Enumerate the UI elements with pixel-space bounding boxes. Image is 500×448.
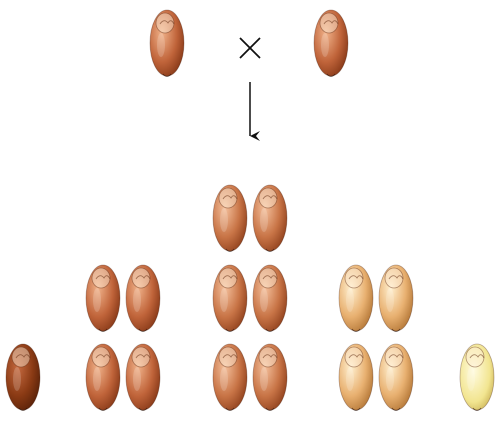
parent-kernel (149, 9, 185, 77)
offspring-kernel (85, 264, 121, 332)
offspring-kernel (212, 343, 248, 411)
offspring-kernel (212, 184, 248, 252)
offspring-generation (5, 184, 495, 411)
offspring-kernel (5, 343, 41, 411)
offspring-kernel (338, 343, 374, 411)
cross-symbol (239, 37, 261, 59)
offspring-kernel (125, 343, 161, 411)
offspring-kernel (378, 264, 414, 332)
offspring-kernel (85, 343, 121, 411)
parent-kernel (313, 9, 349, 77)
offspring-kernel (378, 343, 414, 411)
offspring-kernel (459, 343, 495, 411)
offspring-kernel (252, 343, 288, 411)
offspring-kernel (338, 264, 374, 332)
offspring-kernel (212, 264, 248, 332)
parent-generation (149, 9, 349, 77)
offspring-kernel (252, 264, 288, 332)
offspring-kernel (125, 264, 161, 332)
offspring-kernel (252, 184, 288, 252)
